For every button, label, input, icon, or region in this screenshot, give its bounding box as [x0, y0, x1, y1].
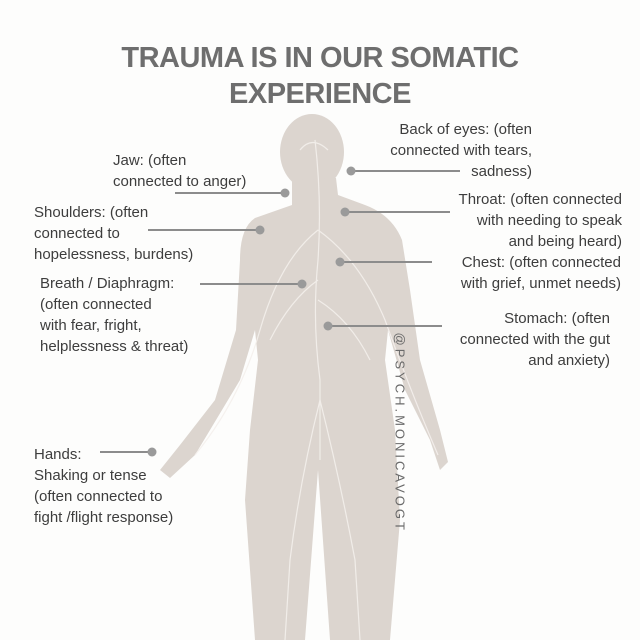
label-text: (often connected to	[34, 488, 163, 505]
label-text: with fear, fright,	[40, 317, 142, 334]
label-text: with grief, unmet needs)	[460, 275, 621, 292]
label-text: fight /flight response)	[34, 509, 174, 526]
label-text: connected to	[34, 225, 120, 242]
label-text: (often	[567, 310, 610, 327]
label-name: Breath / Diaphragm:	[40, 275, 175, 292]
label-name: Hands:	[34, 446, 82, 463]
label-text: connected to anger)	[113, 173, 247, 190]
stomach-dot	[323, 321, 333, 331]
label-hands: Hands: Shaking or tense (often connected…	[34, 444, 173, 528]
jaw-dot	[280, 188, 290, 198]
label-text: (often	[105, 204, 149, 221]
label-shoulders: Shoulders: (often connected to hopelessn…	[34, 202, 193, 265]
nerve-lines	[194, 139, 439, 640]
label-text: (often connected	[40, 296, 152, 313]
watermark: @PSYCH.MONICAVOGT	[392, 332, 408, 533]
label-text: with needing to speak	[476, 212, 622, 229]
label-name: Throat:	[458, 191, 507, 208]
hands-dot	[147, 447, 157, 457]
body-silhouette	[160, 114, 448, 640]
label-text: connected with the gut	[459, 331, 610, 348]
label-text: and being heard)	[508, 233, 622, 250]
label-text: (often connected	[505, 254, 621, 271]
label-name: Shoulders:	[34, 204, 106, 221]
label-text: helplessness & threat)	[40, 338, 189, 355]
label-name: Jaw:	[113, 152, 144, 169]
label-name: Stomach:	[504, 310, 568, 327]
page-title: TRAUMA IS IN OUR SOMATIC EXPERIENCE	[0, 40, 640, 112]
label-text: (often	[143, 152, 187, 169]
label-text: sadness)	[471, 163, 532, 180]
label-chest: Chest: (often connected with grief, unme…	[461, 252, 621, 294]
label-text: hopelessness, burdens)	[34, 246, 194, 263]
label-breath: Breath / Diaphragm: (often connected wit…	[40, 273, 188, 357]
label-jaw: Jaw: (often connected to anger)	[113, 150, 246, 192]
label-text: and anxiety)	[528, 352, 610, 369]
label-text: Shaking or tense	[34, 467, 147, 484]
label-name: Chest:	[461, 254, 506, 271]
label-stomach: Stomach: (often connected with the gut a…	[460, 308, 610, 371]
title-line-2: EXPERIENCE	[229, 78, 411, 110]
label-text: connected with tears,	[390, 142, 532, 159]
chest-dot	[335, 257, 345, 267]
pointer-lines	[100, 166, 460, 457]
title-line-1: TRAUMA IS IN OUR SOMATIC	[121, 42, 519, 74]
label-throat: Throat: (often connected with needing to…	[459, 189, 622, 252]
label-text: (often connected	[506, 191, 622, 208]
breath-dot	[297, 279, 307, 289]
label-name: Back of eyes:	[399, 121, 490, 138]
back-of-eyes-dot	[346, 166, 356, 176]
shoulders-dot	[255, 225, 265, 235]
throat-dot	[340, 207, 350, 217]
label-back-of-eyes: Back of eyes: (often connected with tear…	[390, 119, 532, 182]
label-text: (often	[489, 121, 532, 138]
